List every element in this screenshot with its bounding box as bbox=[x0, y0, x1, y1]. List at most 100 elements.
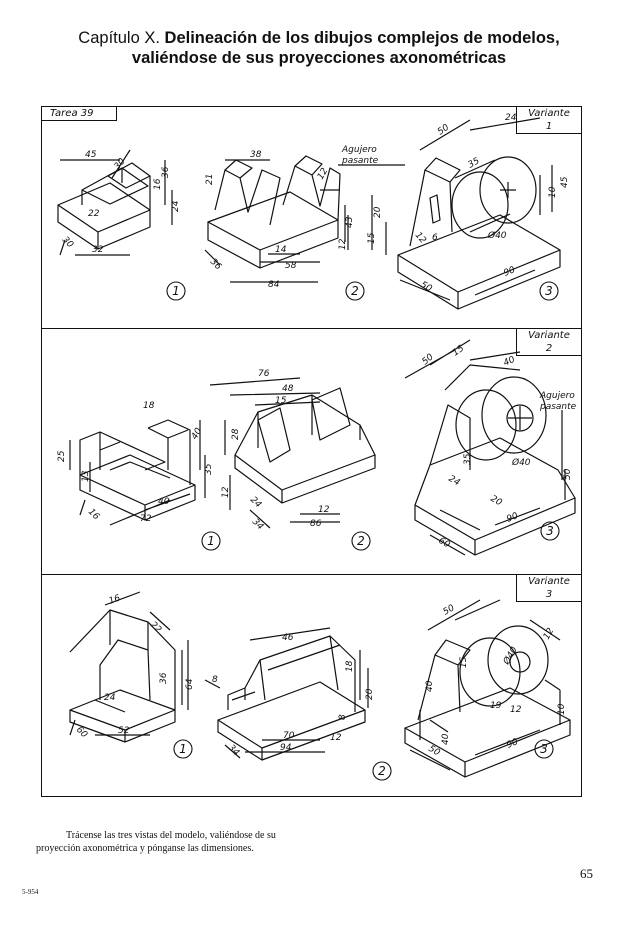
dimension-label: 28 bbox=[231, 428, 241, 440]
dimension-label: 40 bbox=[502, 355, 517, 369]
dimension-label: 13 bbox=[81, 470, 91, 482]
drawing-shapes bbox=[57, 117, 576, 778]
dimension-label: 6 bbox=[432, 233, 438, 243]
dimension-label: 24 bbox=[248, 495, 263, 510]
variant-divider-1 bbox=[42, 328, 581, 329]
v3-model-2-drawing bbox=[204, 627, 369, 761]
dimension-label: 60 bbox=[437, 536, 452, 551]
instruction-text: Trácense las tres vistas del modelo, val… bbox=[36, 829, 326, 855]
dimension-label: 36 bbox=[159, 672, 169, 684]
dimension-label: 14 bbox=[275, 245, 287, 255]
v1-model-3-drawing bbox=[338, 117, 561, 310]
dimension-label: 12 bbox=[510, 705, 522, 715]
variant-divider-2 bbox=[42, 574, 581, 575]
dimension-label: pasante bbox=[341, 156, 379, 166]
dimension-label: 40 bbox=[425, 680, 435, 692]
dimension-label: 24 bbox=[171, 200, 181, 212]
dimension-label: 12 bbox=[318, 505, 330, 515]
dimension-label: 64 bbox=[185, 678, 195, 690]
dimension-labels: 45 30 22 30 32 24 16 36 38 21 12 43 12 1… bbox=[57, 113, 577, 758]
dimension-label: 50 bbox=[563, 468, 573, 480]
chapter-title-line-2: valiéndose de sus proyecciones axonométr… bbox=[131, 49, 507, 67]
dimension-label: 25 bbox=[57, 450, 67, 462]
dimension-label: 90 bbox=[502, 265, 517, 279]
dimension-label: 18 bbox=[345, 660, 355, 672]
dimension-label: 86 bbox=[310, 519, 322, 529]
v1-model-1-drawing bbox=[57, 149, 173, 256]
model-number: 1 bbox=[172, 284, 180, 298]
v2-model-2-drawing bbox=[209, 377, 376, 529]
dimension-label: 21 bbox=[205, 174, 215, 185]
v3-model-3-drawing bbox=[404, 599, 571, 778]
dimension-label: 16 bbox=[108, 593, 122, 606]
instruction-line-2: proyección axonométrica y pónganse las d… bbox=[36, 843, 254, 854]
dimension-label: 10 bbox=[557, 703, 567, 715]
dimension-label: 90 bbox=[505, 737, 520, 751]
dimension-label: 24 bbox=[505, 113, 517, 123]
dimension-label: 48 bbox=[282, 384, 294, 394]
dimension-label: 16 bbox=[86, 507, 101, 522]
model-number-circles bbox=[166, 281, 560, 781]
dimension-label: 43 bbox=[345, 216, 355, 228]
dimension-label: 40 bbox=[158, 497, 170, 507]
model-number: 3 bbox=[545, 284, 553, 298]
chapter-label: Capítulo X. bbox=[78, 29, 160, 47]
dimension-label: 15 bbox=[367, 232, 377, 244]
dimension-label: 36 bbox=[161, 166, 171, 178]
dimension-label: 15 bbox=[459, 656, 469, 668]
page-number: 65 bbox=[580, 866, 593, 881]
dimension-label: 10 bbox=[548, 186, 558, 198]
dimension-label: 12 bbox=[221, 486, 231, 498]
model-number: 2 bbox=[351, 284, 359, 298]
dimension-label: 52 bbox=[118, 726, 130, 736]
model-number: 2 bbox=[378, 764, 386, 778]
v3-model-1-drawing bbox=[69, 591, 189, 743]
v2-model-3-drawing bbox=[404, 339, 576, 556]
dimension-label: 12 bbox=[330, 733, 342, 743]
dimension-label: 8 bbox=[338, 714, 348, 720]
variant-label-3: Variante 3 bbox=[516, 574, 582, 602]
dimension-label: 12 bbox=[542, 626, 557, 641]
model-number: 2 bbox=[357, 534, 365, 548]
dimension-label: 24 bbox=[447, 474, 462, 489]
dimension-label: 40 bbox=[441, 733, 451, 745]
model-number: 3 bbox=[540, 742, 548, 756]
print-code: 5-954 bbox=[22, 888, 39, 896]
dimension-label: 8 bbox=[212, 675, 218, 685]
dimension-label: pasante bbox=[539, 402, 577, 412]
dimension-label: 50 bbox=[421, 352, 436, 367]
task-label: Tarea 39 bbox=[41, 106, 117, 121]
dimension-label: 18 bbox=[143, 401, 155, 411]
instruction-line-1: Trácense las tres vistas del modelo, val… bbox=[66, 830, 276, 841]
model-number: 1 bbox=[207, 534, 215, 548]
model-numbers: 1 2 3 1 2 3 1 2 3 bbox=[172, 284, 554, 778]
dimension-label: 34 bbox=[250, 517, 265, 532]
dimension-label: 90 bbox=[505, 511, 520, 525]
dimension-label: 36 bbox=[208, 257, 223, 272]
page-header: Capítulo X. Delineación de los dibujos c… bbox=[0, 28, 638, 68]
dimension-label: 45 bbox=[85, 150, 97, 160]
variant-label-2: Variante 2 bbox=[516, 328, 582, 356]
dimension-label: Agujero bbox=[341, 145, 377, 155]
dimension-label: 16 bbox=[153, 178, 163, 190]
v1-model-2-drawing bbox=[204, 155, 349, 283]
dimension-label: 20 bbox=[365, 688, 375, 700]
dimension-label: 45 bbox=[560, 176, 570, 188]
dimension-label: 30 bbox=[113, 157, 128, 172]
dimension-label: 60 bbox=[74, 725, 89, 740]
dimension-label: 24 bbox=[104, 693, 116, 703]
dimension-label: 35 bbox=[463, 453, 473, 465]
dimension-label: 94 bbox=[280, 743, 292, 753]
dimension-label: 35 bbox=[204, 463, 214, 475]
v2-model-1-drawing bbox=[69, 419, 206, 526]
dimension-label: 15 bbox=[275, 396, 287, 406]
dimension-label: Ø40 bbox=[511, 457, 531, 468]
dimension-label: 38 bbox=[250, 150, 262, 160]
chapter-title-line-1: Delineación de los dibujos complejos de … bbox=[164, 29, 560, 47]
dimension-label: 58 bbox=[285, 261, 297, 271]
dimension-label: 70 bbox=[283, 731, 295, 741]
dimension-label: 35 bbox=[467, 156, 482, 171]
model-number: 3 bbox=[546, 524, 554, 538]
dimension-label: 20 bbox=[489, 494, 504, 509]
